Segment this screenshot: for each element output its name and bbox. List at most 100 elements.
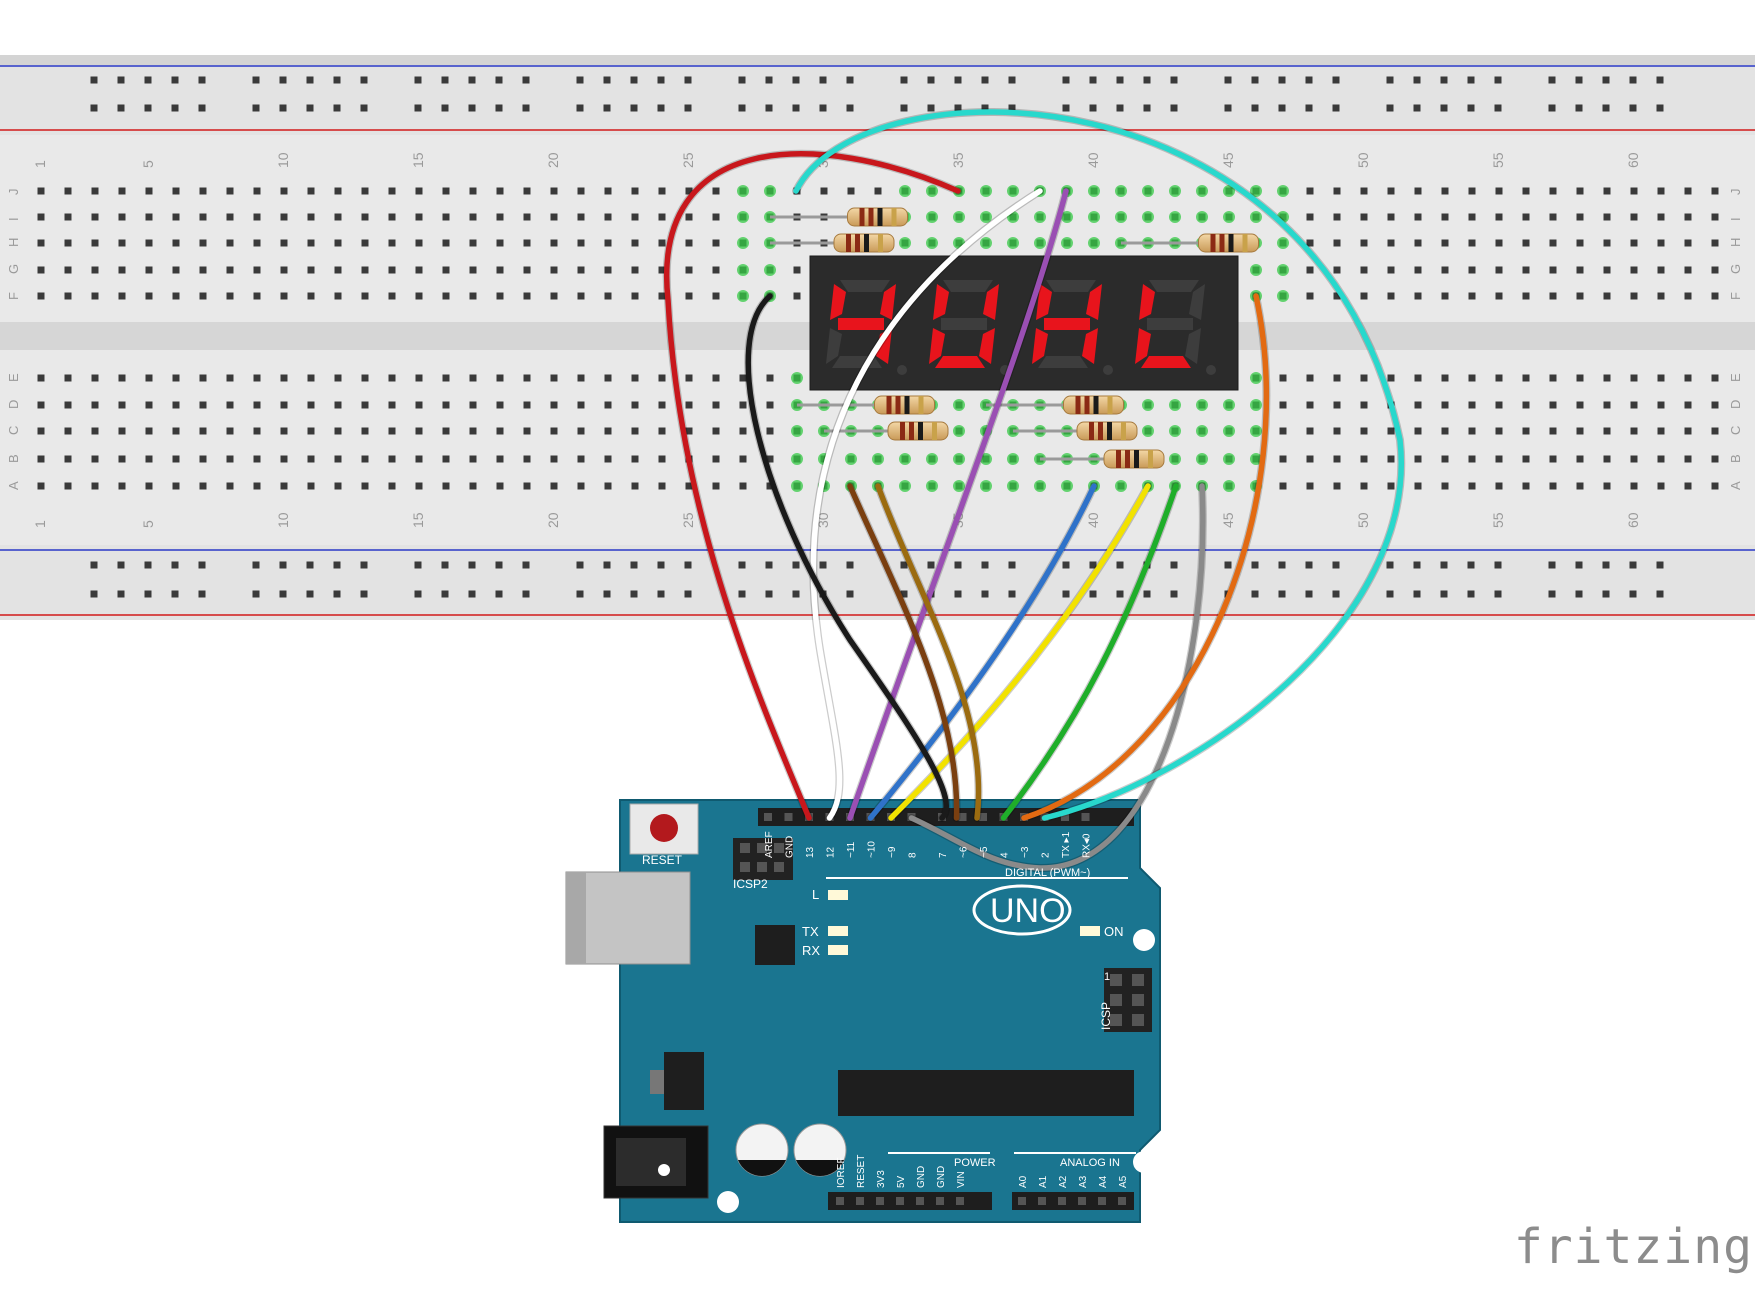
breadboard-hole xyxy=(280,213,288,221)
arduino-uno-board xyxy=(565,799,1161,1223)
breadboard-hole xyxy=(415,401,423,409)
column-number: 60 xyxy=(1625,152,1641,168)
power-pin xyxy=(936,1197,944,1205)
fritzing-logo: fritzing xyxy=(1513,1219,1753,1275)
digital-pin-label: AREF xyxy=(764,831,775,858)
breadboard-hole xyxy=(1549,482,1557,490)
breadboard-hole xyxy=(1522,401,1530,409)
wire-red xyxy=(663,151,961,821)
connected-hole xyxy=(1250,399,1262,411)
rail-hole xyxy=(657,76,665,84)
rail-hole xyxy=(333,104,341,112)
breadboard-hole xyxy=(64,455,72,463)
rail-hole xyxy=(657,590,665,598)
connected-hole xyxy=(1007,480,1019,492)
breadboard-hole xyxy=(226,482,234,490)
power-pin-label: GND xyxy=(936,1166,947,1188)
breadboard-hole xyxy=(1522,427,1530,435)
breadboard-hole xyxy=(307,427,315,435)
rail-hole xyxy=(900,104,908,112)
rail-hole xyxy=(414,104,422,112)
connected-hole xyxy=(1142,185,1154,197)
breadboard-hole xyxy=(523,374,531,382)
breadboard-hole xyxy=(658,292,666,300)
analog-pin xyxy=(1118,1197,1126,1205)
analog-pin-label: A3 xyxy=(1078,1175,1089,1188)
resistor xyxy=(1040,449,1165,469)
connected-hole xyxy=(1061,237,1073,249)
breadboard-hole xyxy=(1549,213,1557,221)
breadboard-hole xyxy=(361,482,369,490)
breadboard-hole xyxy=(1657,427,1665,435)
breadboard-hole xyxy=(1333,187,1341,195)
breadboard-hole xyxy=(712,187,720,195)
breadboard-hole xyxy=(307,482,315,490)
breadboard-hole xyxy=(1549,455,1557,463)
breadboard-hole xyxy=(361,239,369,247)
breadboard-hole xyxy=(118,427,126,435)
rail-hole xyxy=(1602,76,1610,84)
column-number: 50 xyxy=(1355,152,1371,168)
connected-hole xyxy=(980,480,992,492)
rail-hole xyxy=(954,104,962,112)
icsp-label: ICSP xyxy=(1099,1002,1113,1030)
breadboard-hole xyxy=(1684,482,1692,490)
rail-hole xyxy=(171,76,179,84)
rail-hole xyxy=(1278,561,1286,569)
rail-hole xyxy=(954,561,962,569)
breadboard-hole xyxy=(145,239,153,247)
rail-hole xyxy=(1575,561,1583,569)
breadboard-hole xyxy=(1657,266,1665,274)
power-pin xyxy=(896,1197,904,1205)
breadboard-hole xyxy=(550,427,558,435)
breadboard-hole xyxy=(226,239,234,247)
rail-hole xyxy=(1062,104,1070,112)
segment-f xyxy=(1139,284,1155,320)
digital-pin-label: ~3 xyxy=(1020,846,1031,858)
breadboard-hole xyxy=(1711,401,1719,409)
breadboard-hole xyxy=(1468,213,1476,221)
rail-hole xyxy=(414,76,422,84)
breadboard-hole xyxy=(1333,427,1341,435)
connected-hole xyxy=(1250,372,1262,384)
breadboard-hole xyxy=(523,187,531,195)
row-letter: J xyxy=(6,189,21,196)
breadboard-hole xyxy=(145,455,153,463)
rail-hole xyxy=(1440,104,1448,112)
rail-hole xyxy=(306,76,314,84)
breadboard-hole xyxy=(307,239,315,247)
connected-hole xyxy=(791,453,803,465)
connected-hole xyxy=(1007,453,1019,465)
breadboard-hole xyxy=(1387,239,1395,247)
connected-hole xyxy=(1115,211,1127,223)
rail-hole xyxy=(1332,104,1340,112)
power-pin xyxy=(836,1197,844,1205)
breadboard-hole xyxy=(604,213,612,221)
breadboard-hole xyxy=(415,482,423,490)
breadboard-hole xyxy=(685,427,693,435)
segment-e xyxy=(1032,328,1048,364)
rail-hole xyxy=(1548,590,1556,598)
breadboard-hole xyxy=(415,266,423,274)
rail-hole xyxy=(1629,561,1637,569)
power-pin xyxy=(956,1197,964,1205)
row-letter: I xyxy=(6,217,21,221)
breadboard-hole xyxy=(172,187,180,195)
wire-cyan xyxy=(793,109,1405,821)
breadboard-hole xyxy=(1279,374,1287,382)
connected-hole xyxy=(1088,185,1100,197)
breadboard-hole xyxy=(334,401,342,409)
rail-hole xyxy=(1008,76,1016,84)
rail-hole xyxy=(1224,76,1232,84)
rail-hole xyxy=(1008,590,1016,598)
row-letter: G xyxy=(6,264,21,274)
breadboard-hole xyxy=(1333,213,1341,221)
rail-hole xyxy=(414,561,422,569)
rail-hole xyxy=(1143,76,1151,84)
breadboard-hole xyxy=(280,292,288,300)
breadboard-hole xyxy=(604,401,612,409)
segment-e xyxy=(929,328,945,364)
breadboard-hole xyxy=(631,427,639,435)
breadboard-hole xyxy=(1441,187,1449,195)
